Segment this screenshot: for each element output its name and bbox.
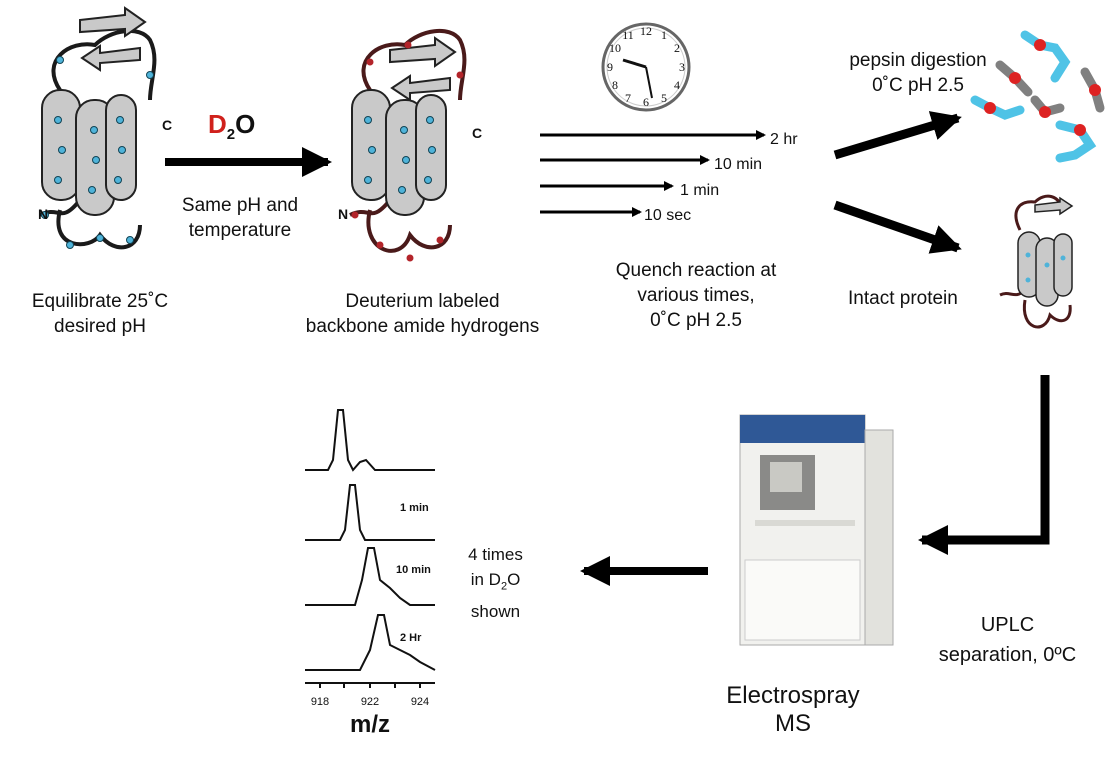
svg-text:7: 7 <box>625 91 631 105</box>
svg-text:6: 6 <box>643 95 649 109</box>
intact-protein-icon <box>999 194 1074 329</box>
svg-text:9: 9 <box>607 60 613 74</box>
spectrum-trace-2 <box>305 484 435 541</box>
shown-label: 4 times in D2O shown <box>468 545 523 622</box>
svg-text:1: 1 <box>661 28 667 42</box>
svg-text:4: 4 <box>674 78 680 92</box>
spectrum-label-1min: 1 min <box>400 502 429 514</box>
svg-text:3: 3 <box>679 60 685 74</box>
c-terminus-label-2: C <box>472 125 483 141</box>
intact-protein-label: Intact protein <box>848 288 958 309</box>
n-terminus-label-1: N <box>38 206 49 222</box>
svg-text:12: 12 <box>640 24 652 38</box>
svg-text:11: 11 <box>622 28 634 42</box>
pepsin-arrow <box>833 111 962 160</box>
time-label-10min: 10 min <box>714 156 763 173</box>
tick-924: 924 <box>410 696 430 708</box>
xaxis-label: m/z <box>349 711 390 738</box>
time-label-2hr: 2 hr <box>770 131 798 148</box>
uplc-arrow <box>918 375 1050 555</box>
svg-text:2: 2 <box>674 41 680 55</box>
svg-text:10: 10 <box>609 41 621 55</box>
mass-spectrometer-icon <box>739 414 894 646</box>
tick-918: 918 <box>310 696 330 708</box>
svg-text:5: 5 <box>661 91 667 105</box>
c-terminus-label-1: C <box>162 117 173 133</box>
n-terminus-label-2: N <box>338 206 349 222</box>
mass-spectra-plot <box>305 409 436 688</box>
tick-922: 922 <box>360 696 380 708</box>
spectrum-trace-1 <box>305 409 435 472</box>
svg-text:8: 8 <box>612 78 618 92</box>
spectrum-label-10min: 10 min <box>396 564 431 576</box>
peptide-fragments-icon <box>970 30 1105 163</box>
time-label-10sec: 10 sec <box>644 207 692 224</box>
protein-unlabeled-icon <box>39 6 157 250</box>
intact-arrow <box>833 200 962 254</box>
spectrum-trace-3 <box>305 547 435 606</box>
protein-labeled-icon <box>349 28 467 262</box>
time-label-1min: 1 min <box>680 182 720 199</box>
spectrum-label-2hr: 2 Hr <box>400 632 422 644</box>
spectrum-trace-4 <box>305 614 436 671</box>
d2o-label: D2O <box>208 109 256 144</box>
